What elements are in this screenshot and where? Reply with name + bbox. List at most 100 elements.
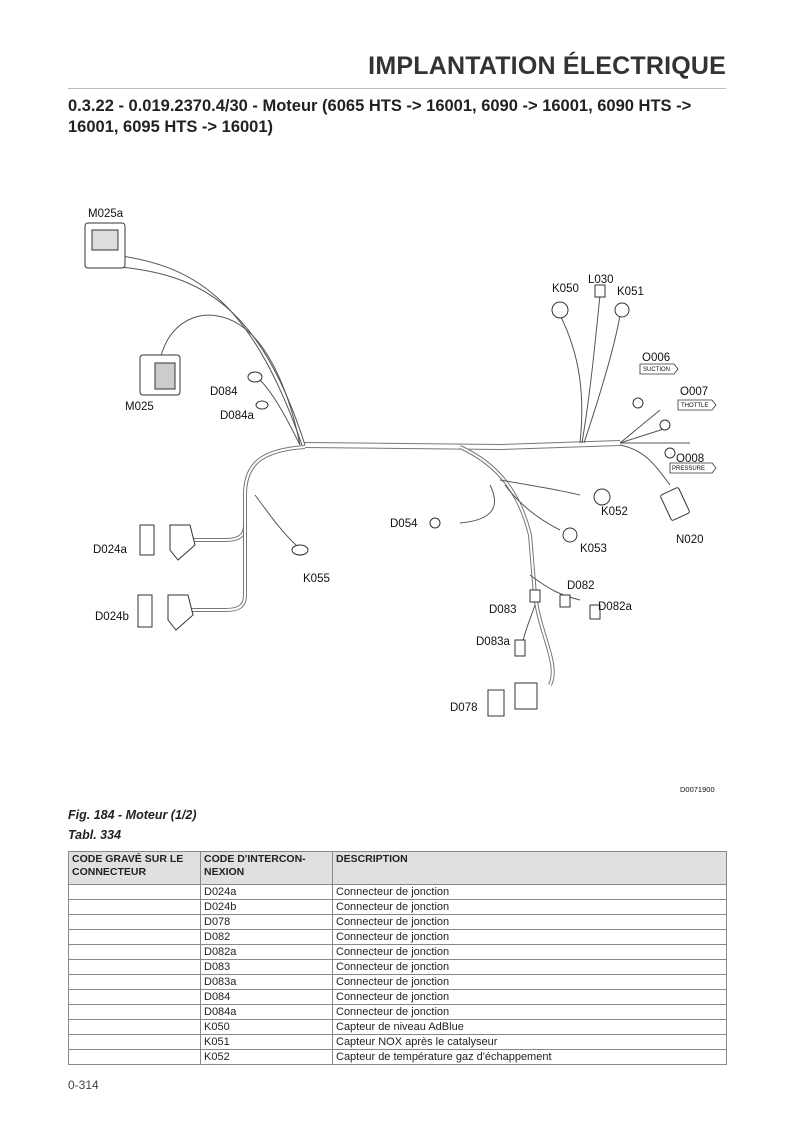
cell-interconnection-code: D082a <box>200 944 333 960</box>
connector-d083a <box>514 639 526 657</box>
cell-engraved-code <box>68 959 201 975</box>
label-d083: D083 <box>489 604 517 616</box>
cell-description: Capteur de niveau AdBlue <box>332 1019 727 1035</box>
cell-engraved-code <box>68 989 201 1005</box>
label-o008: O008 <box>676 453 704 465</box>
cell-description: Connecteur de jonction <box>332 884 727 900</box>
cell-description: Connecteur de jonction <box>332 929 727 945</box>
cell-interconnection-code: K052 <box>200 1049 333 1065</box>
cell-interconnection-code: K051 <box>200 1034 333 1050</box>
cell-interconnection-code: D083a <box>200 974 333 990</box>
wiring-harness-diagram: M025a M025 D084 D084a K050 L030 K051 O00… <box>60 195 740 805</box>
cell-description: Connecteur de jonction <box>332 959 727 975</box>
page-header-title: IMPLANTATION ÉLECTRIQUE <box>368 52 726 80</box>
label-d024b: D024b <box>95 611 129 623</box>
cell-description: Capteur NOX après le catalyseur <box>332 1034 727 1050</box>
tag-throttle: THOTTLE <box>681 403 708 409</box>
tag-suction-shape <box>639 363 679 375</box>
column-header-engraved-code: CODE GRAVÉ SUR LE CONNECTEUR <box>68 851 201 885</box>
cell-description: Connecteur de jonction <box>332 989 727 1005</box>
cell-description: Connecteur de jonction <box>332 974 727 990</box>
cell-interconnection-code: D083 <box>200 959 333 975</box>
section-title: 0.3.22 - 0.019.2370.4/30 - Moteur (6065 … <box>68 97 692 136</box>
cell-interconnection-code: K050 <box>200 1019 333 1035</box>
tag-throttle-shape <box>677 399 717 411</box>
tag-suction: SUCTION <box>643 367 670 373</box>
connector-d078 <box>487 689 505 717</box>
label-d078: D078 <box>450 702 478 714</box>
connector-d024b-mate <box>167 594 194 631</box>
label-k050: K050 <box>552 283 579 295</box>
connector-n020 <box>660 487 690 521</box>
column-header-description: DESCRIPTION <box>332 851 727 885</box>
label-d084: D084 <box>210 386 238 398</box>
label-k052: K052 <box>601 506 628 518</box>
connector-d082 <box>559 594 571 608</box>
drawing-reference-code: D0071900 <box>680 785 715 794</box>
label-o007: O007 <box>680 386 708 398</box>
table-header-row: CODE GRAVÉ SUR LE CONNECTEUR CODE D'INTE… <box>68 851 727 885</box>
tag-pressure-shape <box>669 462 717 474</box>
cell-interconnection-code: D024a <box>200 884 333 900</box>
connector-k051 <box>614 302 630 318</box>
label-k055: K055 <box>303 573 330 585</box>
connector-d054 <box>429 517 441 529</box>
label-o006: O006 <box>642 352 670 364</box>
cell-engraved-code <box>68 1034 201 1050</box>
figure-caption: Fig. 184 - Moteur (1/2) <box>68 808 197 822</box>
cell-engraved-code <box>68 914 201 930</box>
header-divider <box>68 88 726 89</box>
label-d082a: D082a <box>598 601 632 613</box>
cell-description: Capteur de température gaz d'échappement <box>332 1049 727 1065</box>
connector-k053 <box>562 527 578 543</box>
cell-description: Connecteur de jonction <box>332 914 727 930</box>
label-d024a: D024a <box>93 544 127 556</box>
label-m025: M025 <box>125 401 154 413</box>
table-caption: Tabl. 334 <box>68 828 122 842</box>
cell-description: Connecteur de jonction <box>332 944 727 960</box>
cell-interconnection-code: D084 <box>200 989 333 1005</box>
connector-o006 <box>632 397 644 409</box>
label-n020: N020 <box>676 534 704 546</box>
connector-table: CODE GRAVÉ SUR LE CONNECTEUR CODE D'INTE… <box>68 851 727 1065</box>
connector-k055 <box>291 544 309 556</box>
connector-o008 <box>664 447 676 459</box>
connector-d084a <box>255 400 269 410</box>
connector-d084 <box>247 371 263 383</box>
label-k051: K051 <box>617 286 644 298</box>
connector-k052 <box>593 488 611 506</box>
cell-interconnection-code: D084a <box>200 1004 333 1020</box>
label-d054: D054 <box>390 518 418 530</box>
tag-pressure: PRESSURE <box>672 466 705 472</box>
cell-engraved-code <box>68 1019 201 1035</box>
label-d083a: D083a <box>476 636 510 648</box>
harness-drawing: M025a M025 D084 D084a K050 L030 K051 O00… <box>84 208 717 794</box>
cell-description: Connecteur de jonction <box>332 899 727 915</box>
cell-engraved-code <box>68 1004 201 1020</box>
connector-k050 <box>551 301 569 319</box>
label-d084a: D084a <box>220 410 254 422</box>
connector-d082a <box>589 604 601 620</box>
connector-d024b <box>137 594 153 628</box>
cell-interconnection-code: D078 <box>200 914 333 930</box>
cell-engraved-code <box>68 899 201 915</box>
connector-d024a <box>139 524 155 556</box>
label-k053: K053 <box>580 543 607 555</box>
cell-engraved-code <box>68 929 201 945</box>
cell-engraved-code <box>68 974 201 990</box>
connector-d024a-mate <box>169 524 196 561</box>
page-number: 0-314 <box>68 1078 99 1092</box>
cell-interconnection-code: D082 <box>200 929 333 945</box>
cell-engraved-code <box>68 884 201 900</box>
label-l030: L030 <box>588 274 614 286</box>
cell-engraved-code <box>68 1049 201 1065</box>
